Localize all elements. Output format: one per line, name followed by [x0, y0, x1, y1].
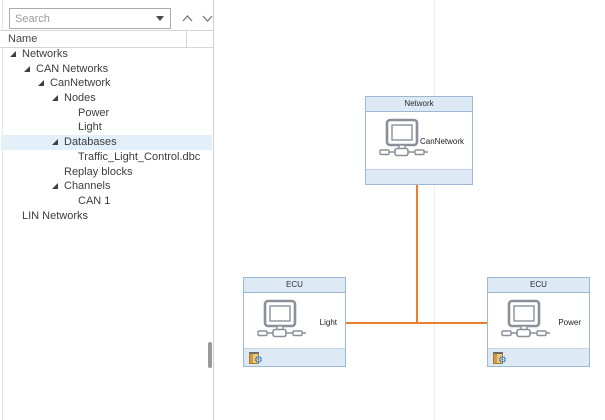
node-header: ECU — [244, 278, 345, 293]
tree-item-traffic-light-control-dbc[interactable]: Traffic_Light_Control.dbc — [1, 150, 212, 165]
node-body: Power — [488, 293, 589, 348]
tree-item-databases[interactable]: Databases — [1, 135, 212, 150]
node-label: Power — [558, 318, 581, 327]
node-label: CanNetwork — [419, 137, 464, 146]
ecu-station-icon — [257, 299, 306, 338]
bus-line-vertical[interactable] — [416, 185, 418, 323]
chevron-down-icon — [202, 15, 212, 22]
node-footer — [244, 348, 345, 366]
node-database-config-icon[interactable] — [493, 350, 507, 366]
name-column-header[interactable]: Name — [8, 33, 38, 45]
find-next-button[interactable] — [198, 9, 216, 27]
node-body: Light — [244, 293, 345, 348]
expander-icon[interactable] — [51, 135, 64, 150]
expander-spacer — [9, 209, 22, 224]
node-header: Network — [366, 97, 472, 112]
tree-item-replay-blocks[interactable]: Replay blocks — [1, 165, 212, 180]
simulation-tree: Networks CAN Networks CanNetwork Nodes P… — [1, 47, 212, 223]
node-footer — [488, 348, 589, 366]
expander-icon[interactable] — [9, 47, 22, 62]
tree-item-cannetwork[interactable]: CanNetwork — [1, 76, 212, 91]
node-title: ECU — [286, 280, 303, 289]
expander-icon[interactable] — [51, 179, 64, 194]
tree-item-networks[interactable]: Networks — [1, 47, 212, 62]
network-station-icon — [379, 118, 428, 157]
bus-line-horizontal[interactable] — [346, 322, 487, 324]
expander-spacer — [65, 194, 78, 209]
diagram-left-border — [434, 0, 435, 420]
search-input[interactable] — [9, 8, 171, 29]
tree-column-header[interactable]: Name — [0, 30, 213, 48]
network-node-cannetwork[interactable]: Network CanNetwork — [365, 96, 473, 185]
node-body: CanNetwork — [366, 112, 472, 169]
node-label: Light — [319, 318, 337, 327]
expander-spacer — [65, 150, 78, 165]
expander-icon[interactable] — [51, 91, 64, 106]
chevron-up-icon — [182, 14, 192, 21]
dropdown-caret-icon[interactable] — [156, 16, 164, 21]
panel-left-border — [2, 0, 3, 420]
node-database-config-icon[interactable] — [249, 350, 263, 366]
expander-icon[interactable] — [37, 76, 50, 91]
tree-item-channels[interactable]: Channels — [1, 179, 212, 194]
vertical-scrollbar-thumb[interactable] — [208, 342, 212, 368]
tree-item-nodes[interactable]: Nodes — [1, 91, 212, 106]
ecu-node-light[interactable]: ECU Light — [243, 277, 346, 367]
search-input-field[interactable] — [10, 12, 156, 25]
node-footer — [366, 169, 472, 184]
node-header: ECU — [488, 278, 589, 293]
network-tree-panel: Name Networks CAN Networks CanNetwork No… — [0, 0, 214, 420]
tree-item-light[interactable]: Light — [1, 120, 212, 135]
node-title: Network — [404, 99, 434, 108]
expander-spacer — [51, 165, 64, 180]
search-row — [0, 0, 213, 30]
expander-spacer — [65, 120, 78, 135]
tree-item-can-networks[interactable]: CAN Networks — [1, 62, 212, 77]
expander-spacer — [65, 106, 78, 121]
column-divider[interactable] — [186, 31, 187, 47]
tree-item-power[interactable]: Power — [1, 106, 212, 121]
tree-item-lin-networks[interactable]: LIN Networks — [1, 209, 212, 224]
ecu-node-power[interactable]: ECU Power — [487, 277, 590, 367]
ecu-station-icon — [501, 299, 550, 338]
find-previous-button[interactable] — [178, 9, 196, 27]
tree-item-can-1[interactable]: CAN 1 — [1, 194, 212, 209]
expander-icon[interactable] — [23, 62, 36, 77]
node-title: ECU — [530, 280, 547, 289]
